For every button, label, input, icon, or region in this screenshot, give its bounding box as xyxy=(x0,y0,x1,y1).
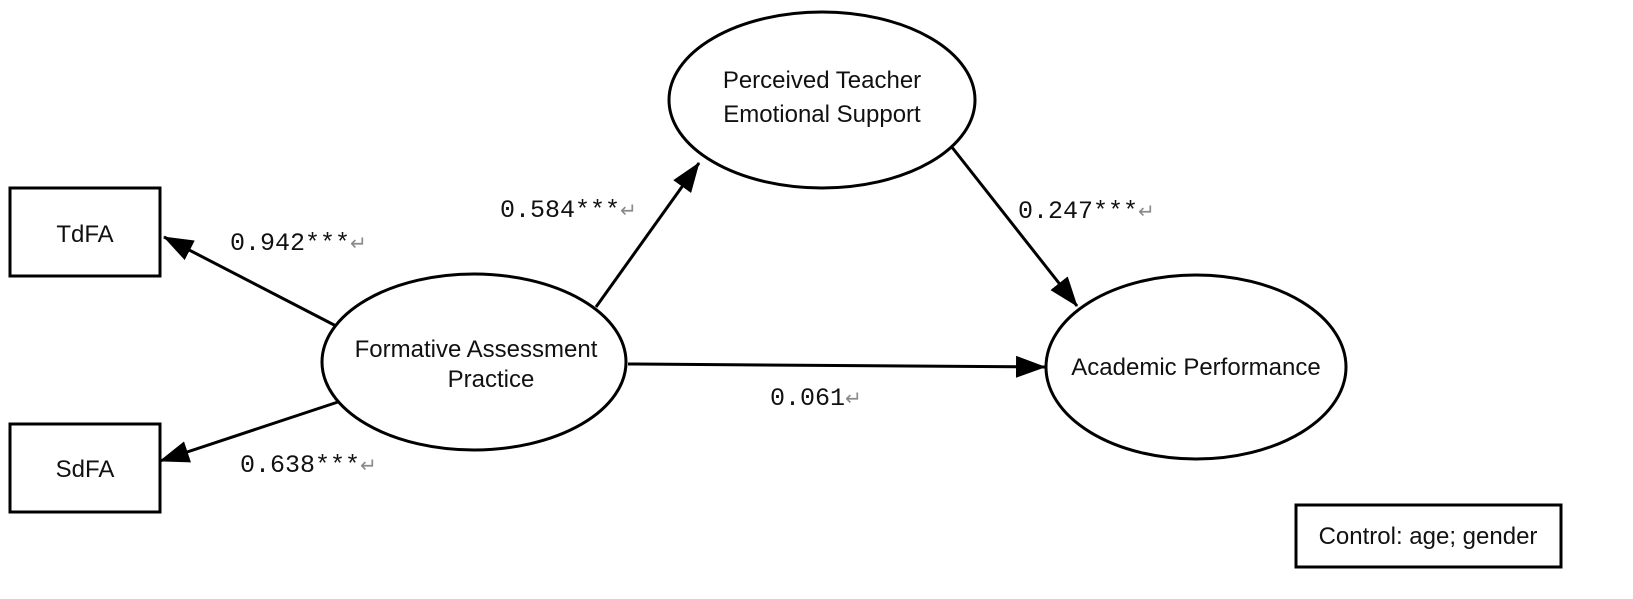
edge-fap-to-sdfa xyxy=(159,400,339,463)
return-mark: ↵ xyxy=(350,231,367,255)
node-tdfa-box xyxy=(8,186,162,278)
edges xyxy=(159,145,1079,463)
node-formative-assessment-practice: Formative Assessment Practice xyxy=(320,272,628,452)
coef-fap-sdfa: 0.638***↵ xyxy=(240,451,377,480)
edge-fap-to-ptes xyxy=(594,162,701,308)
coef-fap-ptes-value: 0.584*** xyxy=(500,196,620,225)
coef-fap-ap-value: 0.061 xyxy=(770,384,845,413)
node-sdfa-label: SdFA xyxy=(56,456,115,483)
coef-fap-sdfa-value: 0.638*** xyxy=(240,451,360,480)
node-tdfa-label: TdFA xyxy=(56,221,113,248)
coef-ptes-ap-value: 0.247*** xyxy=(1018,197,1138,226)
control-label: Control: age; gender xyxy=(1319,523,1538,550)
node-ptes-label-line1: Perceived Teacher xyxy=(723,67,921,94)
node-fap-label-line2: Practice xyxy=(448,366,535,393)
node-sdfa-box xyxy=(8,422,162,514)
coef-fap-tdfa-value: 0.942*** xyxy=(230,229,350,258)
coef-fap-tdfa: 0.942***↵ xyxy=(230,229,367,258)
return-mark: ↵ xyxy=(620,198,637,222)
node-ptes-ellipse xyxy=(667,10,977,190)
node-perceived-teacher-emotional-support: Perceived Teacher Emotional Support xyxy=(667,10,977,190)
coef-fap-ap: 0.061↵ xyxy=(770,384,862,413)
control-box-rect xyxy=(1294,503,1563,569)
coefficients: 0.942***↵ 0.638***↵ 0.584***↵ 0.247***↵ … xyxy=(230,196,1155,480)
return-mark: ↵ xyxy=(360,453,377,477)
edge-ptes-to-ap xyxy=(949,145,1079,307)
node-ap-ellipse xyxy=(1044,273,1348,461)
node-tdfa: TdFA xyxy=(8,186,162,278)
node-sdfa: SdFA xyxy=(8,422,162,514)
coef-ptes-ap: 0.247***↵ xyxy=(1018,197,1155,226)
control-box: Control: age; gender xyxy=(1294,503,1563,569)
return-mark: ↵ xyxy=(845,386,862,410)
edge-fap-to-tdfa xyxy=(163,235,341,330)
node-academic-performance: Academic Performance xyxy=(1044,273,1348,461)
node-fap-ellipse xyxy=(320,272,628,452)
edge-fap-to-ap xyxy=(627,355,1046,378)
node-fap-label-line1: Formative Assessment xyxy=(355,336,598,363)
node-ap-label: Academic Performance xyxy=(1071,354,1320,381)
node-ptes-label-line2: Emotional Support xyxy=(723,101,921,128)
return-mark: ↵ xyxy=(1138,199,1155,223)
coef-fap-ptes: 0.584***↵ xyxy=(500,196,637,225)
